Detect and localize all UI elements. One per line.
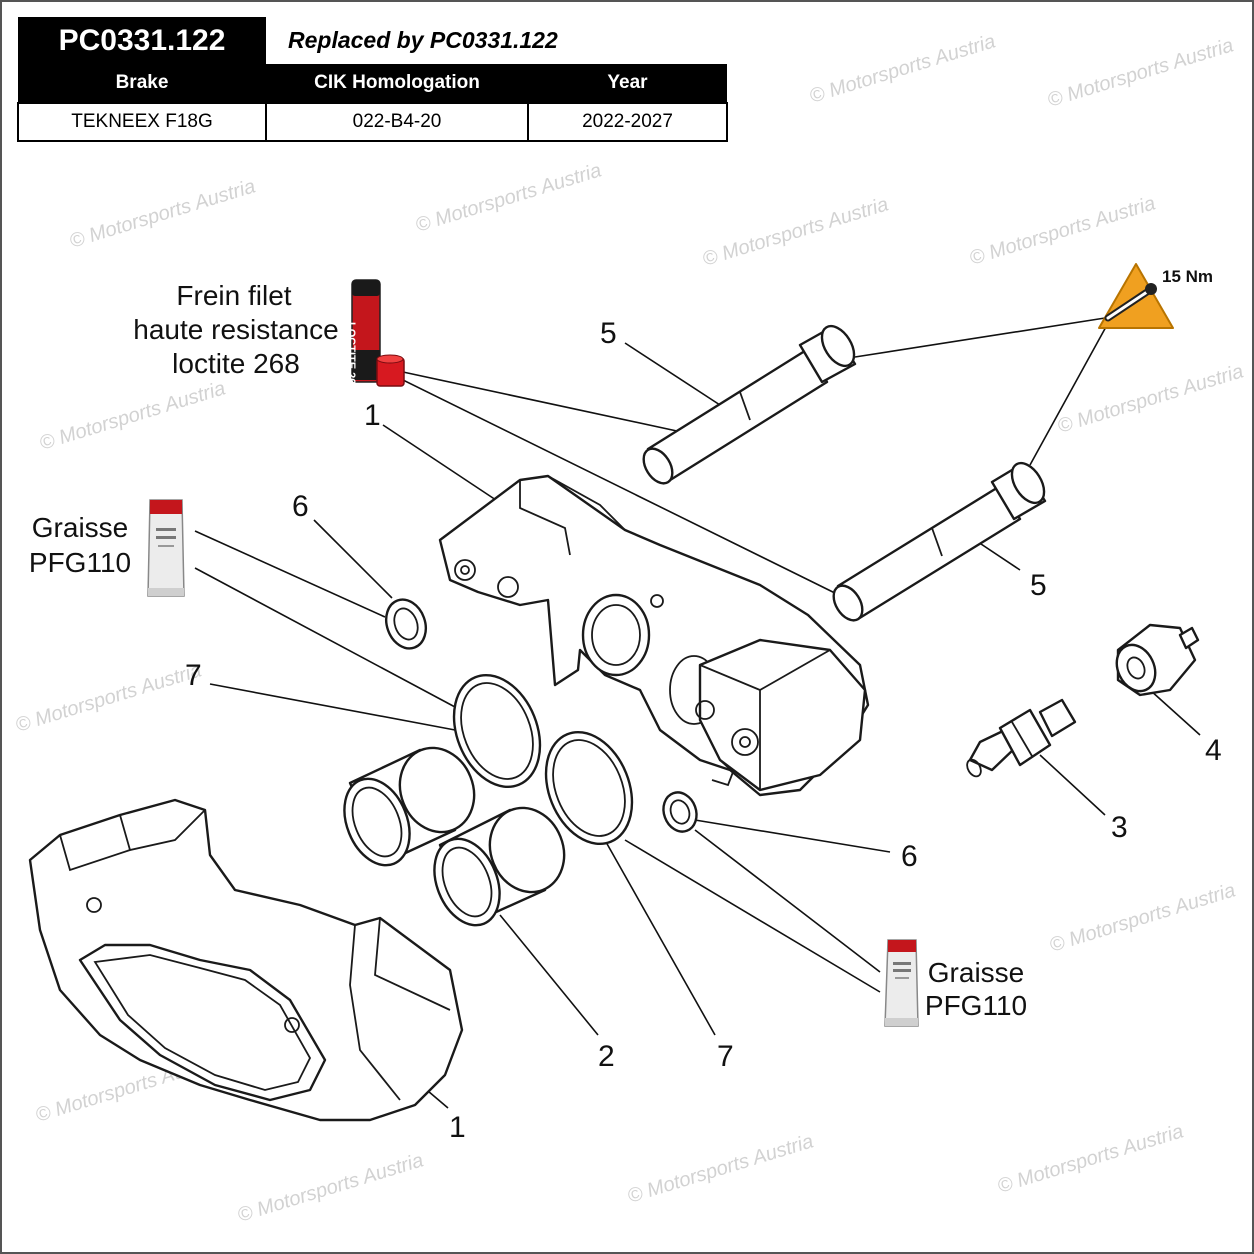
column-header-brake: Brake bbox=[18, 64, 266, 103]
grease-note-right-line-1: Graisse bbox=[928, 957, 1024, 988]
svg-text:LOCTITE 268: LOCTITE 268 bbox=[345, 322, 357, 390]
callout-seal-left: 7 bbox=[185, 659, 202, 692]
seal-left bbox=[452, 673, 542, 789]
watermark: © Motorsports Austria bbox=[37, 377, 228, 454]
grease-tube-icon bbox=[147, 499, 185, 597]
bolt-upper bbox=[642, 324, 857, 485]
grease-note-left-line-2: PFG110 bbox=[29, 547, 131, 578]
callout-nipple: 4 bbox=[1205, 734, 1222, 767]
loctite-note-line-1: Frein filet bbox=[176, 280, 291, 311]
washer-upper bbox=[385, 598, 427, 650]
callout-bolt-lower: 5 bbox=[1030, 569, 1047, 602]
watermark: © Motorsports Austria bbox=[1047, 879, 1238, 956]
bleeder-screw bbox=[966, 698, 1077, 778]
callout-piston: 2 bbox=[598, 1040, 615, 1073]
grease-tube-icon bbox=[884, 939, 919, 1027]
leader-lines bbox=[194, 317, 1201, 1109]
spec-table: PC0331.122 Replaced by PC0331.122 Brake … bbox=[17, 17, 728, 142]
callout-washer-upper: 6 bbox=[292, 490, 309, 523]
torque-value: 15 Nm bbox=[1162, 267, 1213, 286]
callout-caliper-lower: 1 bbox=[449, 1111, 466, 1144]
cell-homologation: 022-B4-20 bbox=[265, 102, 529, 142]
cell-year: 2022-2027 bbox=[527, 102, 728, 142]
loctite-tube-icon: LOCTITE 268 bbox=[345, 279, 405, 390]
watermark: © Motorsports Austria bbox=[625, 1130, 816, 1207]
watermark: © Motorsports Austria bbox=[700, 193, 891, 270]
torque-wrench-warning-icon bbox=[1098, 263, 1174, 329]
part-number: PC0331.122 bbox=[18, 17, 266, 64]
bleed-nipple bbox=[1115, 623, 1200, 697]
caliper-half-upper bbox=[438, 474, 870, 797]
column-header-year: Year bbox=[528, 64, 727, 103]
watermark: © Motorsports Austria bbox=[67, 175, 258, 252]
watermark: © Motorsports Austria bbox=[13, 659, 204, 736]
watermark: © Motorsports Austria bbox=[995, 1120, 1186, 1197]
grease-note-left-line-1: Graisse bbox=[32, 512, 128, 543]
cell-brake: TEKNEEX F18G bbox=[17, 102, 267, 142]
column-header-homologation: CIK Homologation bbox=[266, 64, 528, 103]
table-header-row: Brake CIK Homologation Year bbox=[18, 64, 727, 103]
callout-bleeder: 3 bbox=[1111, 811, 1128, 844]
washer-lower bbox=[662, 791, 698, 833]
callout-bolt-upper: 5 bbox=[600, 317, 617, 350]
watermark: © Motorsports Austria bbox=[1045, 34, 1236, 111]
callout-caliper-upper: 1 bbox=[364, 399, 381, 432]
piston-left bbox=[343, 746, 476, 867]
loctite-note-line-2: haute resistance bbox=[133, 314, 338, 345]
callout-washer-lower: 6 bbox=[901, 840, 918, 873]
piston-right bbox=[433, 806, 566, 927]
replaced-by-note: Replaced by PC0331.122 bbox=[266, 17, 727, 64]
table-row: TEKNEEX F18G 022-B4-20 2022-2027 bbox=[17, 102, 728, 142]
loctite-note-line-3: loctite 268 bbox=[172, 348, 300, 379]
caliper-half-lower bbox=[28, 798, 464, 1122]
watermark: © Motorsports Austria bbox=[967, 192, 1158, 269]
watermark: © Motorsports Austria bbox=[235, 1149, 426, 1226]
grease-note-right-line-2: PFG110 bbox=[925, 990, 1027, 1021]
seal-right bbox=[544, 730, 634, 846]
bolt-lower bbox=[832, 461, 1047, 622]
watermark: © Motorsports Austria bbox=[413, 159, 604, 236]
watermark: © Motorsports Austria bbox=[807, 30, 998, 107]
callout-seal-bottom: 7 bbox=[717, 1040, 734, 1073]
watermark: © Motorsports Austria bbox=[1055, 360, 1246, 437]
